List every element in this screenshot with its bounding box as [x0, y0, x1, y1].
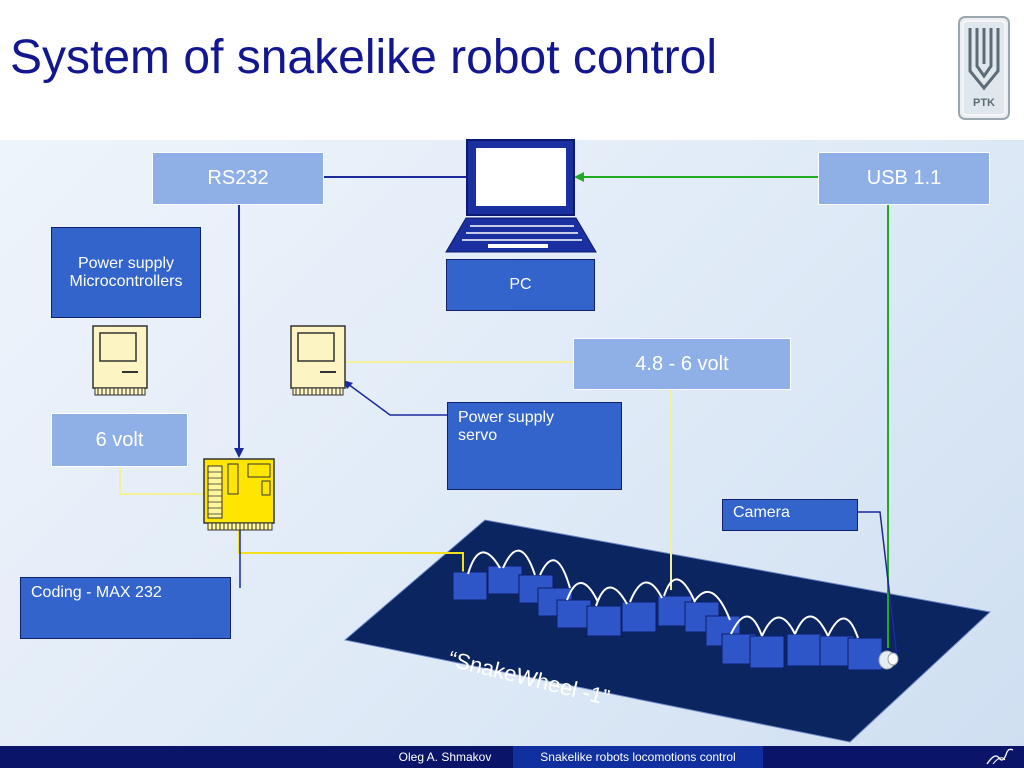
wire-6v-board	[119, 468, 205, 495]
page-title: System of snakelike robot control	[10, 31, 717, 84]
rs232-label: RS232	[152, 152, 324, 205]
servo-controller-icon	[290, 325, 346, 396]
footer-author: Oleg A. Shmakov	[398, 750, 492, 764]
coding-label: Coding - MAX 232	[20, 577, 231, 639]
pointer-camera	[858, 511, 898, 659]
footer-mark-icon	[986, 748, 1014, 765]
usb-label: USB 1.1	[818, 152, 990, 205]
control-board-icon	[203, 458, 275, 531]
snake-robot	[452, 565, 883, 671]
camera-label: Camera	[722, 499, 858, 531]
pc-laptop-icon	[445, 139, 597, 253]
logo-text: PTK	[973, 97, 995, 109]
title-band	[0, 0, 1024, 140]
snake-wheels	[467, 549, 859, 639]
power-mc-line2: Microcontrollers	[69, 272, 183, 290]
arrow-to-board	[234, 448, 244, 458]
power-supply-servo-label: Power supply servo	[447, 402, 622, 490]
pointer-servo	[347, 383, 448, 416]
arrow-to-pc	[574, 172, 584, 182]
volt-range-label: 4.8 - 6 volt	[573, 338, 791, 390]
microcontroller-icon	[92, 325, 148, 396]
power-mc-line1: Power supply	[77, 254, 175, 272]
six-volt-label: 6 volt	[51, 413, 188, 467]
camera-icon	[878, 650, 899, 670]
pc-label: PC	[446, 259, 595, 311]
footer-course: Snakelike robots locomotions control	[513, 746, 763, 768]
power-supply-microcontrollers-label: Power supply Microcontrollers	[51, 227, 201, 318]
footer-bar: Oleg A. Shmakov Snakelike robots locomot…	[0, 746, 1024, 768]
wire-board-snake	[238, 530, 464, 574]
logo-icon: PTK	[958, 16, 1010, 120]
